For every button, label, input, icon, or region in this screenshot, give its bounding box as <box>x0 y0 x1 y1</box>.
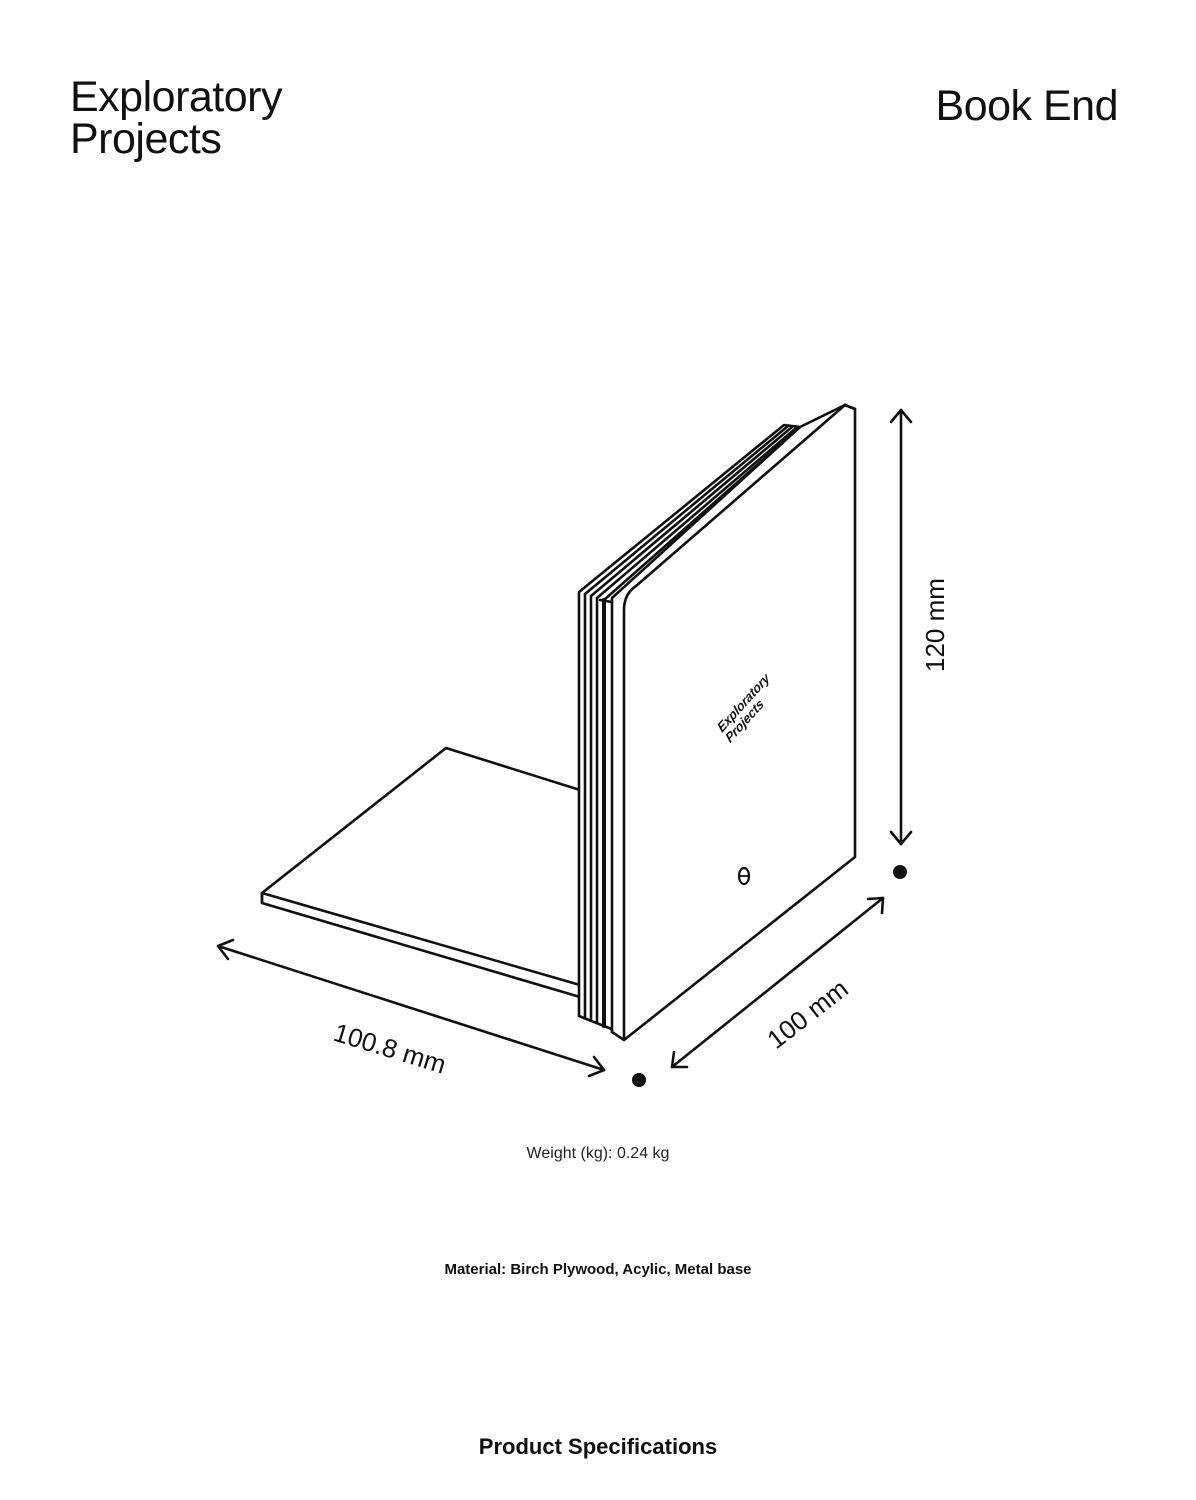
front-board <box>598 403 857 1042</box>
base-plate <box>260 746 582 999</box>
brand-line-1: Exploratory <box>70 73 282 121</box>
depth-dimension-line <box>670 896 885 1069</box>
brand-logo: Exploratory Projects <box>70 73 282 163</box>
width-label: 100.8 mm <box>330 1017 449 1079</box>
width-dimension-line <box>216 938 606 1078</box>
reference-dot-top <box>893 865 907 879</box>
reference-dot-bottom <box>632 1073 646 1087</box>
brand-line-2: Projects <box>70 115 222 163</box>
product-title: Book End <box>935 82 1119 130</box>
material-spec: Material: Birch Plywood, Acylic, Metal b… <box>444 1261 752 1278</box>
screw-icon <box>737 866 751 886</box>
footer-title: Product Specifications <box>478 1434 718 1459</box>
weight-spec: Weight (kg): 0.24 kg <box>526 1145 670 1162</box>
height-label: 120 mm <box>920 578 950 672</box>
height-dimension-line <box>889 408 913 846</box>
